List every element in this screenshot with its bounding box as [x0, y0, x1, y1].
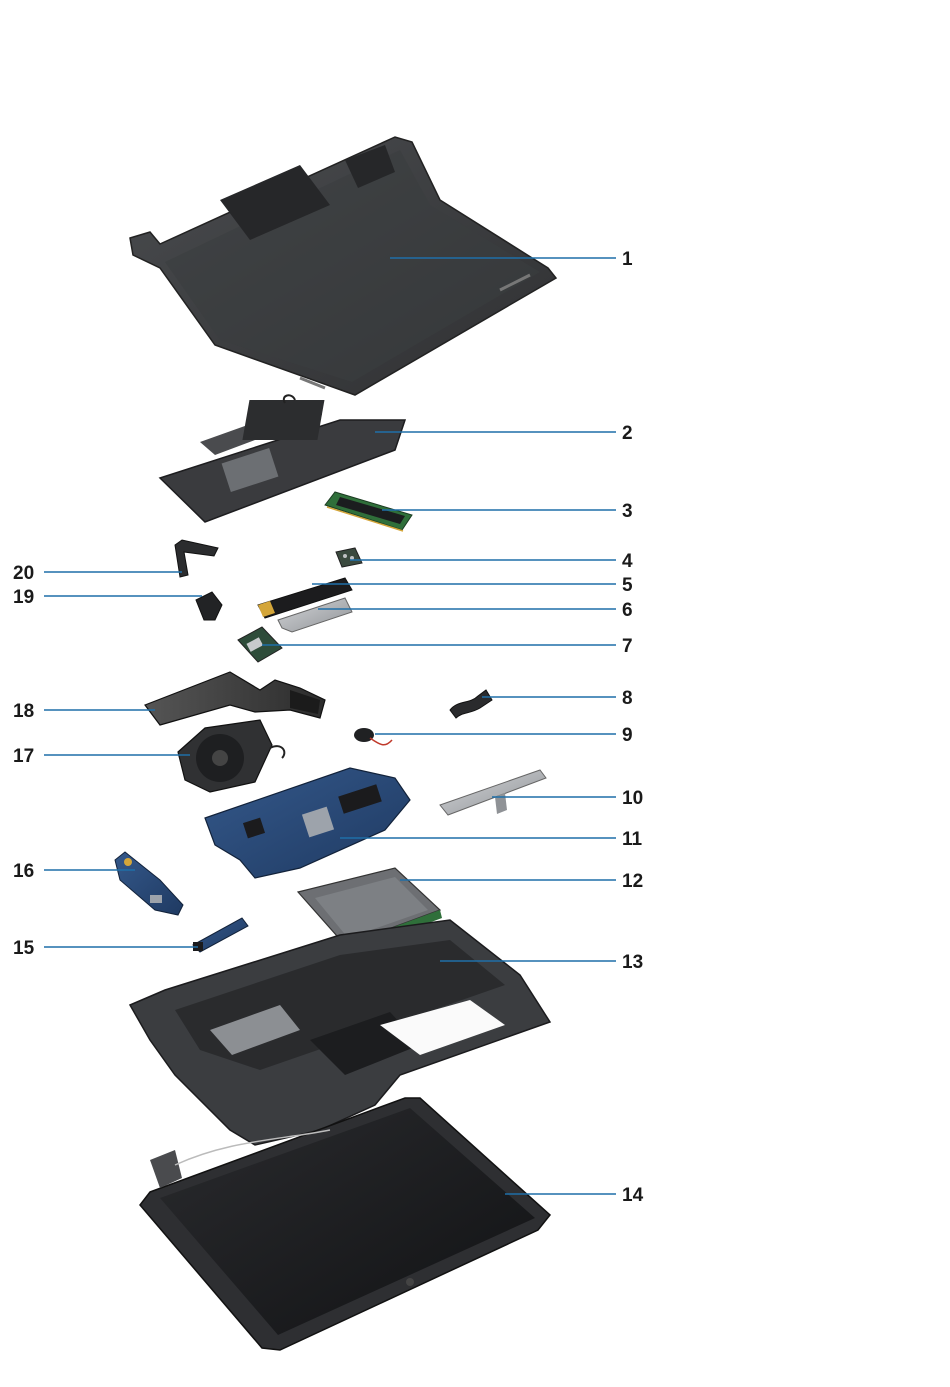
callout-14: 14 [622, 1185, 644, 1206]
part-memory-module [325, 492, 412, 531]
part-display-assembly [140, 1098, 550, 1350]
callout-20: 20 [13, 563, 34, 584]
part-base-cover [130, 137, 556, 395]
part-io-board [115, 852, 183, 915]
callout-5: 5 [622, 575, 633, 596]
part-coin-cell-battery [354, 728, 392, 745]
callout-3: 3 [622, 501, 633, 522]
part-palm-rest-keyboard [130, 920, 550, 1145]
callout-18: 18 [13, 701, 34, 722]
callout-labels-right: 1 2 3 4 5 6 7 8 9 10 11 12 13 14 [622, 249, 644, 1206]
callout-6: 6 [622, 600, 633, 621]
callout-7: 7 [622, 636, 633, 657]
part-io-board-bracket [440, 770, 546, 815]
part-power-button-board [193, 918, 248, 952]
part-heat-sink [145, 672, 325, 725]
callout-1: 1 [622, 249, 633, 270]
callout-17: 17 [13, 746, 34, 767]
part-power-adapter-port [450, 690, 492, 718]
callout-9: 9 [622, 725, 633, 746]
callout-16: 16 [13, 861, 34, 882]
part-system-fan [178, 720, 284, 792]
callout-12: 12 [622, 871, 643, 892]
callout-15: 15 [13, 938, 35, 959]
callout-2: 2 [622, 423, 633, 444]
callout-13: 13 [622, 952, 643, 973]
part-wlan-card [336, 548, 362, 567]
callout-10: 10 [622, 788, 643, 809]
callout-11: 11 [622, 829, 643, 850]
callout-labels-left: 20 19 18 17 16 15 [13, 563, 35, 959]
callout-4: 4 [622, 551, 633, 572]
leader-lines-left [44, 572, 202, 947]
callout-8: 8 [622, 688, 633, 709]
callout-19: 19 [13, 587, 34, 608]
